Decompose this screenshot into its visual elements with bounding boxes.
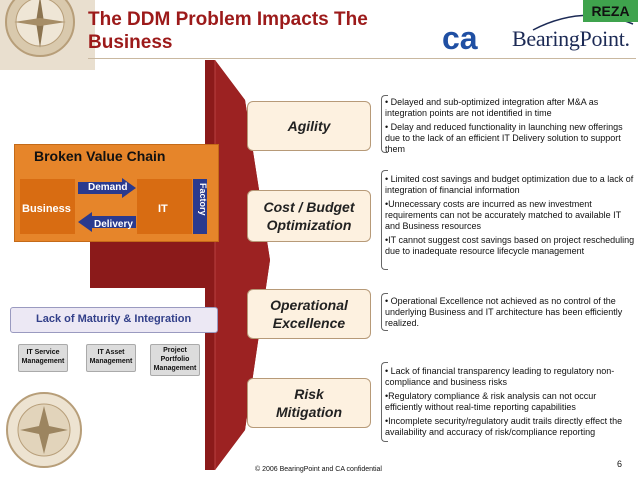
bearingpoint-logo: BearingPoint. <box>512 26 630 51</box>
bullet-item: •Regulatory compliance & risk analysis c… <box>385 391 597 412</box>
operational-pill: Operational Excellence <box>247 289 371 339</box>
bullet-item: • Limited cost savings and budget optimi… <box>385 174 634 195</box>
project-portfolio-management-box: Project Portfolio Management <box>150 344 200 376</box>
bullet-item: • Operational Excellence not achieved as… <box>385 296 623 328</box>
page-title: The DDM Problem Impacts The Business <box>88 8 368 54</box>
footer-confidential: © 2006 BearingPoint and CA confidential <box>255 466 382 473</box>
risk-bullets: • Lack of financial transparency leading… <box>385 366 635 441</box>
compass-decoration <box>0 0 95 70</box>
demand-arrow-icon <box>78 178 136 198</box>
risk-pill: Risk Mitigation <box>247 378 371 428</box>
agility-pill: Agility <box>247 101 371 151</box>
title-divider <box>88 58 636 59</box>
reza-badge: REZA <box>583 0 638 22</box>
bullet-item: •Unnecessary costs are incurred as new i… <box>385 199 621 231</box>
it-asset-line1: IT Asset <box>97 349 125 356</box>
project-line3: Management <box>153 365 197 372</box>
title-line-2: Business <box>88 32 173 53</box>
bullet-item: • Delay and reduced functionality in lau… <box>385 122 623 154</box>
demand-delivery-arrows <box>78 178 136 232</box>
it-service-management-box: IT Service Management <box>18 344 68 372</box>
it-service-line1: IT Service <box>26 349 60 356</box>
bullet-item: • Delayed and sub-optimized integration … <box>385 97 599 118</box>
business-box <box>20 179 75 234</box>
project-line1: Project <box>163 347 187 354</box>
it-asset-management-box: IT Asset Management <box>86 344 136 372</box>
delivery-label: Delivery <box>94 219 133 230</box>
risk-label-2: Mitigation <box>275 404 343 420</box>
factory-label: Factory <box>198 183 208 216</box>
bullet-item: • Lack of financial transparency leading… <box>385 366 615 387</box>
lack-maturity-panel <box>10 307 218 333</box>
agility-label: Agility <box>287 118 331 134</box>
it-service-line2: Management <box>21 358 65 365</box>
project-line2: Portfolio <box>160 356 190 363</box>
agility-bracket <box>381 95 388 153</box>
cost-budget-pill: Cost / Budget Optimization <box>247 190 371 242</box>
bullet-item: •Incomplete security/regulatory audit tr… <box>385 416 623 437</box>
bullet-item: •IT cannot suggest cost savings based on… <box>385 235 635 256</box>
demand-label: Demand <box>88 182 128 193</box>
operational-label-1: Operational <box>270 297 348 313</box>
ca-logo: ca <box>442 22 478 52</box>
it-label: IT <box>158 203 168 215</box>
ca-logo-text: ca <box>442 22 478 52</box>
risk-bracket <box>381 362 388 442</box>
title-line-1: The DDM Problem Impacts The <box>88 9 368 30</box>
risk-label-1: Risk <box>294 386 324 402</box>
it-box <box>137 179 192 234</box>
business-label: Business <box>22 203 71 215</box>
cost-bracket <box>381 170 388 270</box>
lack-maturity-label: Lack of Maturity & Integration <box>36 313 192 325</box>
factory-bar <box>193 179 207 234</box>
cost-bullets: • Limited cost savings and budget optimi… <box>385 174 635 260</box>
operational-label-2: Excellence <box>272 315 346 331</box>
broken-value-chain-title: Broken Value Chain <box>34 148 166 164</box>
operational-bracket <box>381 293 388 331</box>
page-number: 6 <box>617 459 623 469</box>
agility-bullets: • Delayed and sub-optimized integration … <box>385 97 635 158</box>
seal-decoration-icon <box>6 392 82 468</box>
operational-bullets: • Operational Excellence not achieved as… <box>385 296 635 332</box>
delivery-arrow-icon <box>78 212 136 232</box>
cost-budget-label-1: Cost / Budget <box>263 199 355 215</box>
it-asset-line2: Management <box>89 358 133 365</box>
cost-budget-label-2: Optimization <box>266 217 352 233</box>
